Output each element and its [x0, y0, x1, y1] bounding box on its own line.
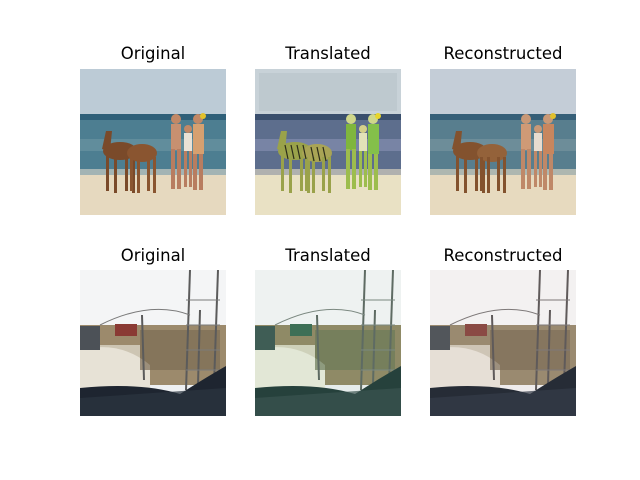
image-row2-translated [255, 270, 401, 416]
image-row1-reconstructed [430, 69, 576, 215]
image-row2-reconstructed [430, 270, 576, 416]
panel-title-row2-translated: Translated [285, 246, 371, 265]
image-row1-translated [255, 69, 401, 215]
panel-title-row2-reconstructed: Reconstructed [443, 246, 563, 265]
panel-title-row1-translated: Translated [285, 44, 371, 63]
panel-title-row1-reconstructed: Reconstructed [443, 44, 563, 63]
image-row2-original [80, 270, 226, 416]
image-row1-original [80, 69, 226, 215]
panel-title-row2-original: Original [120, 246, 186, 265]
panel-title-row1-original: Original [120, 44, 186, 63]
